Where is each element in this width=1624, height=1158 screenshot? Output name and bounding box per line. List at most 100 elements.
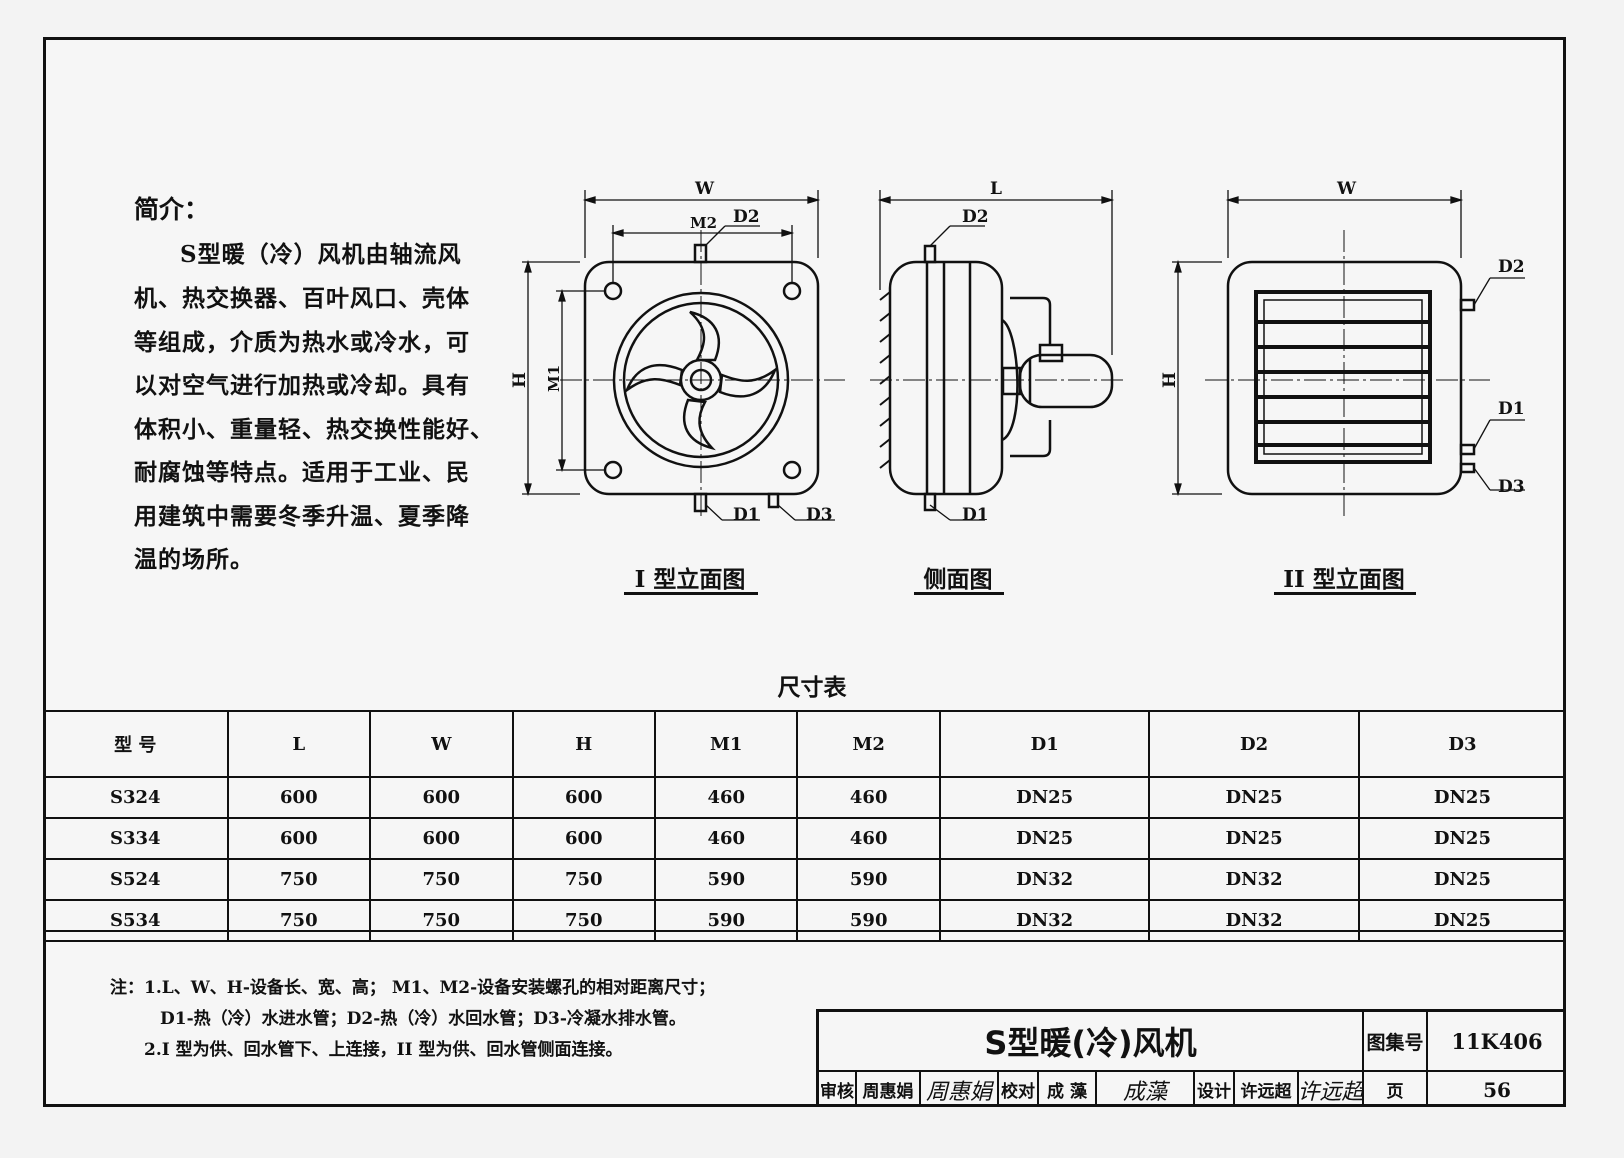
dim-l <box>877 190 1115 521</box>
label-d1: D1 <box>962 505 989 525</box>
atlas-number: 11K406 <box>1428 1012 1566 1072</box>
fan-drawings: W M2 D2 D1 D3 H M1 <box>510 179 1525 525</box>
label-h: H <box>1160 372 1180 388</box>
motor-bracket <box>1010 296 1052 345</box>
intro-line: 体积小、重量轻、热交换性能好、 <box>134 416 494 443</box>
motor-shaft <box>1001 366 1022 396</box>
table-cell: 750 <box>369 858 514 901</box>
intro-title: 简介： <box>134 195 210 224</box>
table-bottom-rule <box>44 930 1565 932</box>
table-cell: 460 <box>653 776 799 819</box>
d1-d3-leaders <box>705 504 835 521</box>
note-line: 2.I 型为供、回水管下、上连接，II 型为供、回水管侧面连接。 <box>144 1040 623 1060</box>
review-label: 审核 <box>819 1072 857 1107</box>
caption-underline <box>1274 592 1416 595</box>
table-cell: 460 <box>796 817 941 860</box>
reviewer-name: 周惠娟 <box>857 1072 921 1107</box>
note-line: 注：1.L、W、H-设备长、宽、高； M1、M2-设备安装螺孔的相对距离尺寸； <box>110 978 716 998</box>
type1-elevation: W M2 D2 D1 D3 H M1 <box>510 179 845 525</box>
header-cell: D3 <box>1357 710 1565 778</box>
table-row: S334 600 600 600 460 460 DN25 DN25 DN25 <box>44 817 1565 860</box>
header-cell: H <box>511 710 657 778</box>
table-header-row: 型 号 L W H M1 M2 D1 D2 D3 <box>44 710 1565 778</box>
header-cell: D1 <box>938 710 1151 778</box>
table-cell: S524 <box>44 858 229 901</box>
header-cell: 型 号 <box>44 710 229 778</box>
type1-labels: W M2 D2 D1 D3 H M1 <box>510 179 833 525</box>
checker-signature: 成藻 <box>1097 1072 1195 1107</box>
t2-d3-pipe <box>1459 462 1476 474</box>
caption-type2: II 型立面图 <box>1283 566 1405 593</box>
caption-type1: I 型立面图 <box>634 566 746 593</box>
page-number: 56 <box>1483 1077 1511 1102</box>
mounting-hole <box>603 460 623 480</box>
motor-bracket <box>1010 420 1052 458</box>
designer-signature: 许远超 <box>1299 1072 1364 1107</box>
table-row: S534 750 750 750 590 590 DN32 DN32 DN25 <box>44 899 1565 942</box>
note-line: D1-热（冷）水进水管；D2-热（冷）水回水管；D3-冷凝水排水管。 <box>160 1009 686 1029</box>
header-cell: W <box>369 710 514 778</box>
dim-m2 <box>610 225 795 283</box>
label-d3: D3 <box>806 505 833 525</box>
louver-frame <box>1254 290 1432 464</box>
label-m1: M1 <box>545 365 563 392</box>
table-cell: DN25 <box>1357 776 1565 819</box>
table-cell: 460 <box>796 776 941 819</box>
notes: 注：1.L、W、H-设备长、宽、高； M1、M2-设备安装螺孔的相对距离尺寸； … <box>110 973 715 1066</box>
side-view: L D2 D1 <box>870 179 1125 525</box>
reviewer-signature: 周惠娟 <box>921 1072 999 1107</box>
type2-labels: W D2 D1 D3 H <box>1160 179 1525 497</box>
intro-line: 机、热交换器、百叶风口、壳体 <box>134 285 470 312</box>
table-row: S324 600 600 600 460 460 DN25 DN25 DN25 <box>44 776 1565 819</box>
side-housing <box>888 260 1004 496</box>
table-row: S524 750 750 750 590 590 DN32 DN32 DN25 <box>44 858 1565 901</box>
table-cell: DN25 <box>1148 817 1360 860</box>
table-cell: 600 <box>511 817 657 860</box>
label-d3: D3 <box>1498 477 1525 497</box>
intro-line: S型暖（冷）风机由轴流风 <box>180 241 462 268</box>
designer-name: 许远超 <box>1235 1072 1299 1107</box>
fan-blade <box>624 363 684 394</box>
motor-box <box>1038 343 1064 363</box>
dim-w2 <box>1225 190 1464 258</box>
table-cell: 600 <box>226 776 372 819</box>
type2-elevation: W D2 D1 D3 H <box>1160 179 1525 520</box>
label-h: H <box>510 372 530 388</box>
table-cell: 750 <box>511 899 657 942</box>
table-cell: S324 <box>44 776 229 819</box>
table-cell: S334 <box>44 817 229 860</box>
caption-underline <box>624 592 758 595</box>
fan-blade <box>682 398 716 451</box>
caption-underline <box>914 592 1004 595</box>
table-cell: 600 <box>226 817 372 860</box>
intro-line: 耐腐蚀等特点。适用于工业、民 <box>134 459 470 486</box>
table-cell: 600 <box>369 817 514 860</box>
louver-blades <box>1256 320 1430 447</box>
label-d1: D1 <box>1498 399 1525 419</box>
side-d2-pipe <box>923 244 937 264</box>
drawing-title: S型暖(冷)风机 <box>819 1012 1364 1072</box>
header-cell: M2 <box>796 710 941 778</box>
dimension-table: 型 号 L W H M1 M2 D1 D2 D3 S324 600 600 60… <box>44 710 1565 942</box>
intro-line: 温的场所。 <box>134 546 254 573</box>
design-label: 设计 <box>1195 1072 1235 1107</box>
d3-pipe <box>767 492 780 509</box>
louver-inner <box>1263 299 1423 455</box>
intro-line: 等组成，介质为热水或冷水，可 <box>134 329 470 356</box>
table-cell: 600 <box>369 776 514 819</box>
table-title: 尺寸表 <box>777 674 847 701</box>
page-label: 页 <box>1364 1072 1428 1107</box>
label-d1: D1 <box>733 505 760 525</box>
table-cell: 750 <box>226 858 372 901</box>
intro-line: 用建筑中需要冬季升温、夏季降 <box>134 503 470 530</box>
label-w: W <box>1336 179 1357 199</box>
intro-line: 以对空气进行加热或冷却。具有 <box>134 372 470 399</box>
table-cell: DN32 <box>1148 899 1360 942</box>
t2-leaders <box>1473 277 1525 491</box>
table-cell: 600 <box>511 776 657 819</box>
table-cell: 750 <box>226 899 372 942</box>
table-cell: 590 <box>653 899 799 942</box>
fan-blade <box>718 366 778 398</box>
table-cell: DN32 <box>938 858 1151 901</box>
